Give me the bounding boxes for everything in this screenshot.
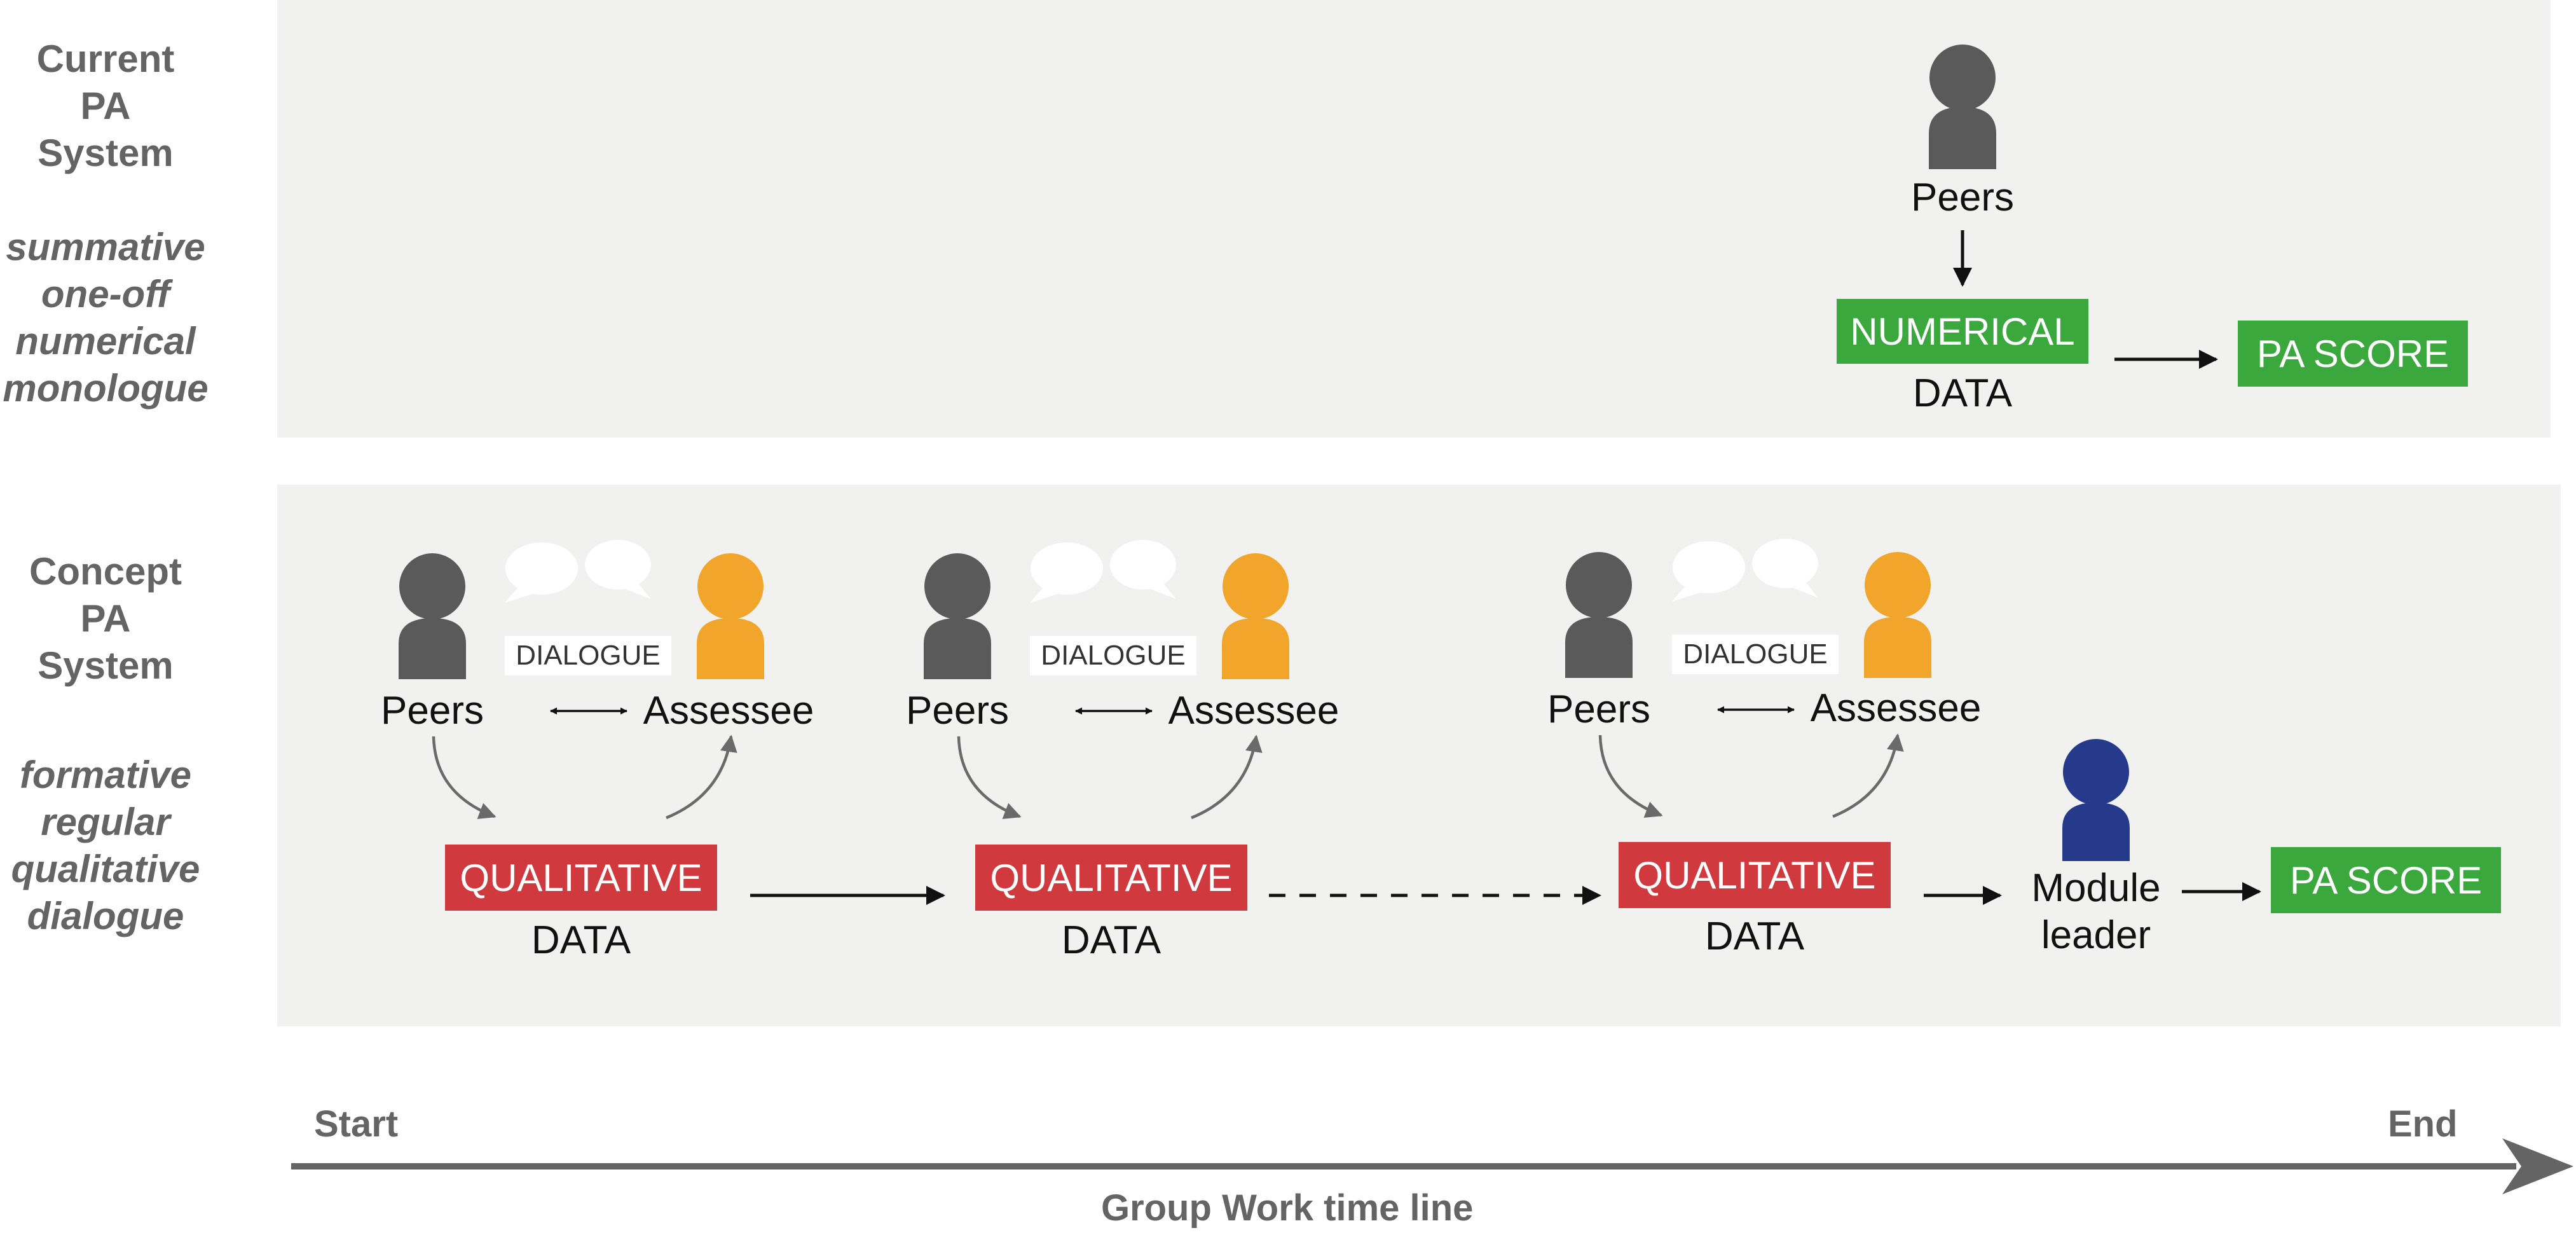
dialogue-label-3: DIALOGUE	[1672, 635, 1839, 674]
current-title-line-1: Current	[36, 38, 175, 80]
concept-subtitle-line-1: formative	[19, 754, 192, 796]
timeline-label: Group Work time line	[1101, 1187, 1474, 1229]
qualitative-data-label-3: DATA	[1704, 914, 1805, 958]
numerical-data-box: NUMERICAL	[1837, 299, 2088, 364]
person-icon-assessee-2	[1222, 553, 1289, 679]
concept-system-panel	[277, 485, 2561, 1026]
peers-label-3: Peers	[1547, 687, 1650, 731]
assessee-label-1: Assessee	[643, 689, 814, 733]
curve-arrow-peers-to-data-1	[432, 736, 497, 819]
speech-bubbles-icon-3	[1672, 539, 1818, 602]
person-icon-peers-1	[399, 553, 466, 679]
person-icon-module-leader	[2062, 739, 2130, 861]
timeline-end-label: End	[2388, 1103, 2458, 1145]
assessee-label-3: Assessee	[1810, 686, 1982, 730]
curve-arrow-peers-to-data-3	[1598, 735, 1663, 818]
current-subtitle-line-4: monologue	[3, 367, 209, 410]
timeline-arrow	[291, 1138, 2573, 1194]
speech-bubbles-icon-1	[505, 540, 651, 603]
curve-arrow-data-to-assessee-2	[1191, 735, 1263, 820]
pa-score-box-concept: PA SCORE	[2271, 847, 2501, 913]
person-icon-assessee-3	[1864, 552, 1931, 678]
curve-arrow-data-to-assessee-3	[1832, 733, 1904, 818]
person-icon-peers-3	[1565, 552, 1633, 678]
peers-label-1: Peers	[381, 689, 484, 733]
current-title-line-2: PA	[80, 85, 131, 127]
current-system-subtitle: summative one-off numerical monologue	[0, 224, 220, 412]
assessee-label-2: Assessee	[1168, 689, 1339, 733]
current-system-panel	[277, 0, 2551, 438]
curve-arrow-peers-to-data-2	[957, 736, 1022, 819]
person-icon-peers-2	[924, 553, 991, 679]
curve-arrow-data-to-assessee-1	[666, 735, 737, 820]
module-leader-line-2: leader	[2041, 913, 2151, 957]
dialogue-label-1: DIALOGUE	[505, 636, 671, 675]
concept-subtitle-line-2: regular	[41, 801, 170, 843]
current-title-line-3: System	[38, 132, 174, 174]
peers-label-2: Peers	[906, 689, 1009, 733]
module-leader-line-1: Module	[2031, 866, 2161, 910]
qualitative-data-label-2: DATA	[1061, 918, 1161, 962]
concept-system-subtitle: formative regular qualitative dialogue	[0, 752, 220, 940]
current-subtitle-line-2: one-off	[41, 273, 170, 315]
qualitative-data-label-1: DATA	[531, 918, 631, 962]
concept-title-line-2: PA	[80, 597, 131, 640]
concept-subtitle-line-3: qualitative	[11, 848, 200, 890]
person-icon-assessee-1	[697, 553, 764, 679]
numerical-data-label: DATA	[1912, 371, 2013, 415]
current-subtitle-line-1: summative	[6, 226, 205, 268]
peers-label-current: Peers	[1911, 176, 2014, 219]
current-system-title: Current PA System	[0, 36, 220, 177]
pa-score-box-current: PA SCORE	[2238, 321, 2468, 387]
current-subtitle-line-3: numerical	[15, 320, 196, 362]
qualitative-data-box-2: QUALITATIVE	[975, 845, 1247, 911]
module-leader-label: Module leader	[2017, 865, 2175, 959]
dialogue-label-2: DIALOGUE	[1030, 636, 1196, 675]
qualitative-data-box-1: QUALITATIVE	[445, 845, 717, 911]
timeline-start-label: Start	[314, 1103, 399, 1145]
qualitative-data-box-3: QUALITATIVE	[1619, 842, 1891, 908]
person-icon-peers-current	[1929, 45, 1996, 169]
concept-title-line-1: Concept	[29, 550, 182, 593]
concept-title-line-3: System	[38, 644, 174, 687]
speech-bubbles-icon-2	[1030, 540, 1176, 603]
concept-system-title: Concept PA System	[0, 548, 220, 689]
concept-subtitle-line-4: dialogue	[27, 895, 184, 937]
